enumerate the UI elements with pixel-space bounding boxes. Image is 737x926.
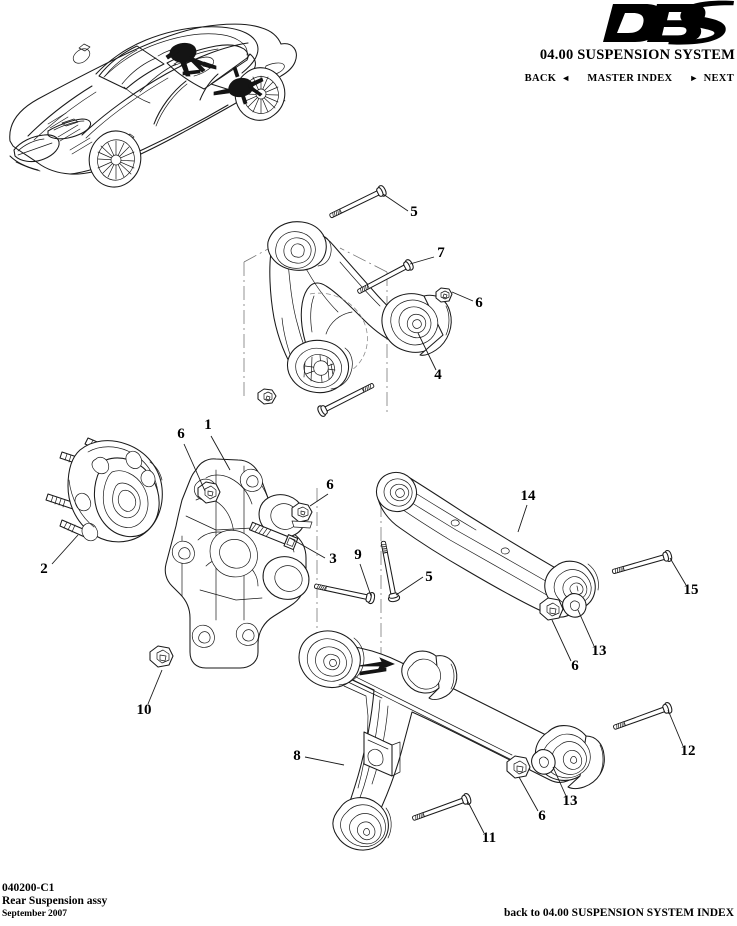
callout-label: 3 [329, 551, 337, 567]
hub-and-knuckle-assembly [45, 437, 377, 669]
callout-9: 9 [354, 547, 372, 597]
callout-layer: 1 2 3 4 5 5 6 [40, 193, 699, 846]
callout-12: 12 [667, 709, 696, 759]
bolt-11 [410, 792, 473, 825]
callout-6-upper-arm: 6 [451, 291, 483, 311]
nav-back-button[interactable]: BACK [524, 73, 557, 84]
callout-label: 14 [521, 488, 537, 504]
toe-link-inner-bushing [375, 471, 418, 513]
page-header: 04.00 SUSPENSION SYSTEM BACK ◄ MASTER IN… [307, 0, 737, 84]
callout-label: 10 [137, 702, 152, 718]
nut-6-lower-arm [506, 755, 531, 779]
callout-3: 3 [289, 537, 337, 567]
bolt-5-upper [327, 183, 389, 222]
dbs-logo [307, 0, 735, 46]
callout-6-knuckle-lower: 6 [309, 477, 334, 507]
callout-6-lower-arm: 6 [518, 776, 546, 824]
bolt-7 [354, 257, 416, 298]
part-number: 040200-C1 [2, 881, 55, 894]
washer-13-lower-arm [531, 749, 556, 775]
bolt-9 [312, 580, 377, 605]
toe-link-assembly [375, 471, 674, 621]
nav-master-index-button[interactable]: MASTER INDEX [587, 73, 673, 84]
callout-5-upper: 5 [382, 193, 418, 220]
callout-label: 13 [563, 793, 578, 809]
callout-14: 14 [517, 488, 537, 533]
page-title: 04.00 SUSPENSION SYSTEM [539, 47, 735, 63]
highlighted-suspension-front [165, 42, 217, 77]
nav-next-button[interactable]: NEXT [703, 73, 734, 84]
exploded-parts-diagram: .ln { fill:none; stroke:#1a1a1a; stroke-… [9, 23, 699, 851]
callout-11: 11 [466, 799, 496, 846]
vehicle-illustration [9, 23, 297, 188]
callout-label: 15 [684, 582, 699, 598]
pinch-bolt-3 [248, 521, 299, 551]
upper-arm-outer-bushing [381, 293, 452, 356]
lower-arm-bottom-bushing [332, 797, 392, 851]
navigation-bar: BACK ◄ MASTER INDEX ► NEXT [307, 73, 735, 84]
callout-label: 9 [354, 547, 362, 563]
callout-label: 5 [410, 204, 418, 220]
nut-6-knuckle-lower [291, 502, 313, 529]
callout-15: 15 [669, 557, 699, 598]
callout-label: 6 [538, 808, 546, 824]
callout-label: 11 [482, 830, 496, 846]
callout-6-knuckle-upper: 6 [177, 426, 206, 492]
callout-label: 7 [437, 245, 445, 261]
rear-upright-knuckle [164, 458, 310, 669]
washer-13-toe-link [562, 593, 587, 618]
callout-label: 13 [592, 643, 607, 659]
callout-2: 2 [40, 534, 79, 577]
callout-label: 6 [475, 295, 483, 311]
rear-hub-assembly [45, 437, 163, 543]
upper-arm-front-bushing [267, 221, 332, 271]
callout-10: 10 [137, 669, 163, 718]
nut-6-upper-arm [435, 287, 453, 303]
callout-6-toe-link: 6 [551, 619, 579, 674]
callout-label: 12 [681, 743, 696, 759]
callout-label: 4 [434, 367, 442, 383]
callout-13-lower-arm: 13 [552, 766, 578, 809]
back-arrow-icon[interactable]: ◄ [561, 73, 571, 83]
callout-label: 2 [40, 561, 48, 577]
callout-4: 4 [417, 332, 442, 383]
callout-7: 7 [409, 245, 445, 265]
callout-label: 6 [177, 426, 185, 442]
callout-5-toe-link: 5 [395, 569, 433, 596]
front-wheel [88, 130, 142, 188]
lower-arm-front-bushing [298, 630, 365, 688]
bolt-12 [611, 701, 674, 734]
nut-6-upper-arm-left [257, 388, 277, 405]
nut-10 [149, 645, 174, 668]
upper-arm-lower-bushing [286, 339, 353, 394]
nut-6-knuckle-upper [197, 481, 221, 504]
upper-control-arm-assembly [257, 183, 453, 419]
lower-control-arm-assembly [298, 630, 674, 851]
index-back-link[interactable]: back to 04.00 SUSPENSION SYSTEM INDEX [503, 907, 734, 919]
footer-left: 040200-C1 Rear Suspension assy September… [2, 882, 107, 920]
callout-13-toe-link: 13 [577, 609, 607, 659]
assembly-name: Rear Suspension assy [2, 895, 108, 908]
callout-label: 8 [293, 748, 301, 764]
bolt-15 [610, 549, 674, 578]
callout-1: 1 [204, 417, 231, 471]
revision-date: September 2007 [2, 908, 67, 919]
highlighted-suspension-rear [213, 66, 264, 105]
callout-label: 6 [571, 658, 579, 674]
construction-lines [243, 235, 388, 672]
lower-arm-second-bushing [401, 650, 458, 701]
nut-6-toe-link [539, 597, 564, 621]
callout-label: 5 [425, 569, 433, 585]
callout-label: 6 [326, 477, 334, 493]
callout-label: 1 [204, 417, 212, 433]
next-arrow-icon[interactable]: ► [689, 73, 699, 83]
callout-8: 8 [293, 748, 345, 766]
